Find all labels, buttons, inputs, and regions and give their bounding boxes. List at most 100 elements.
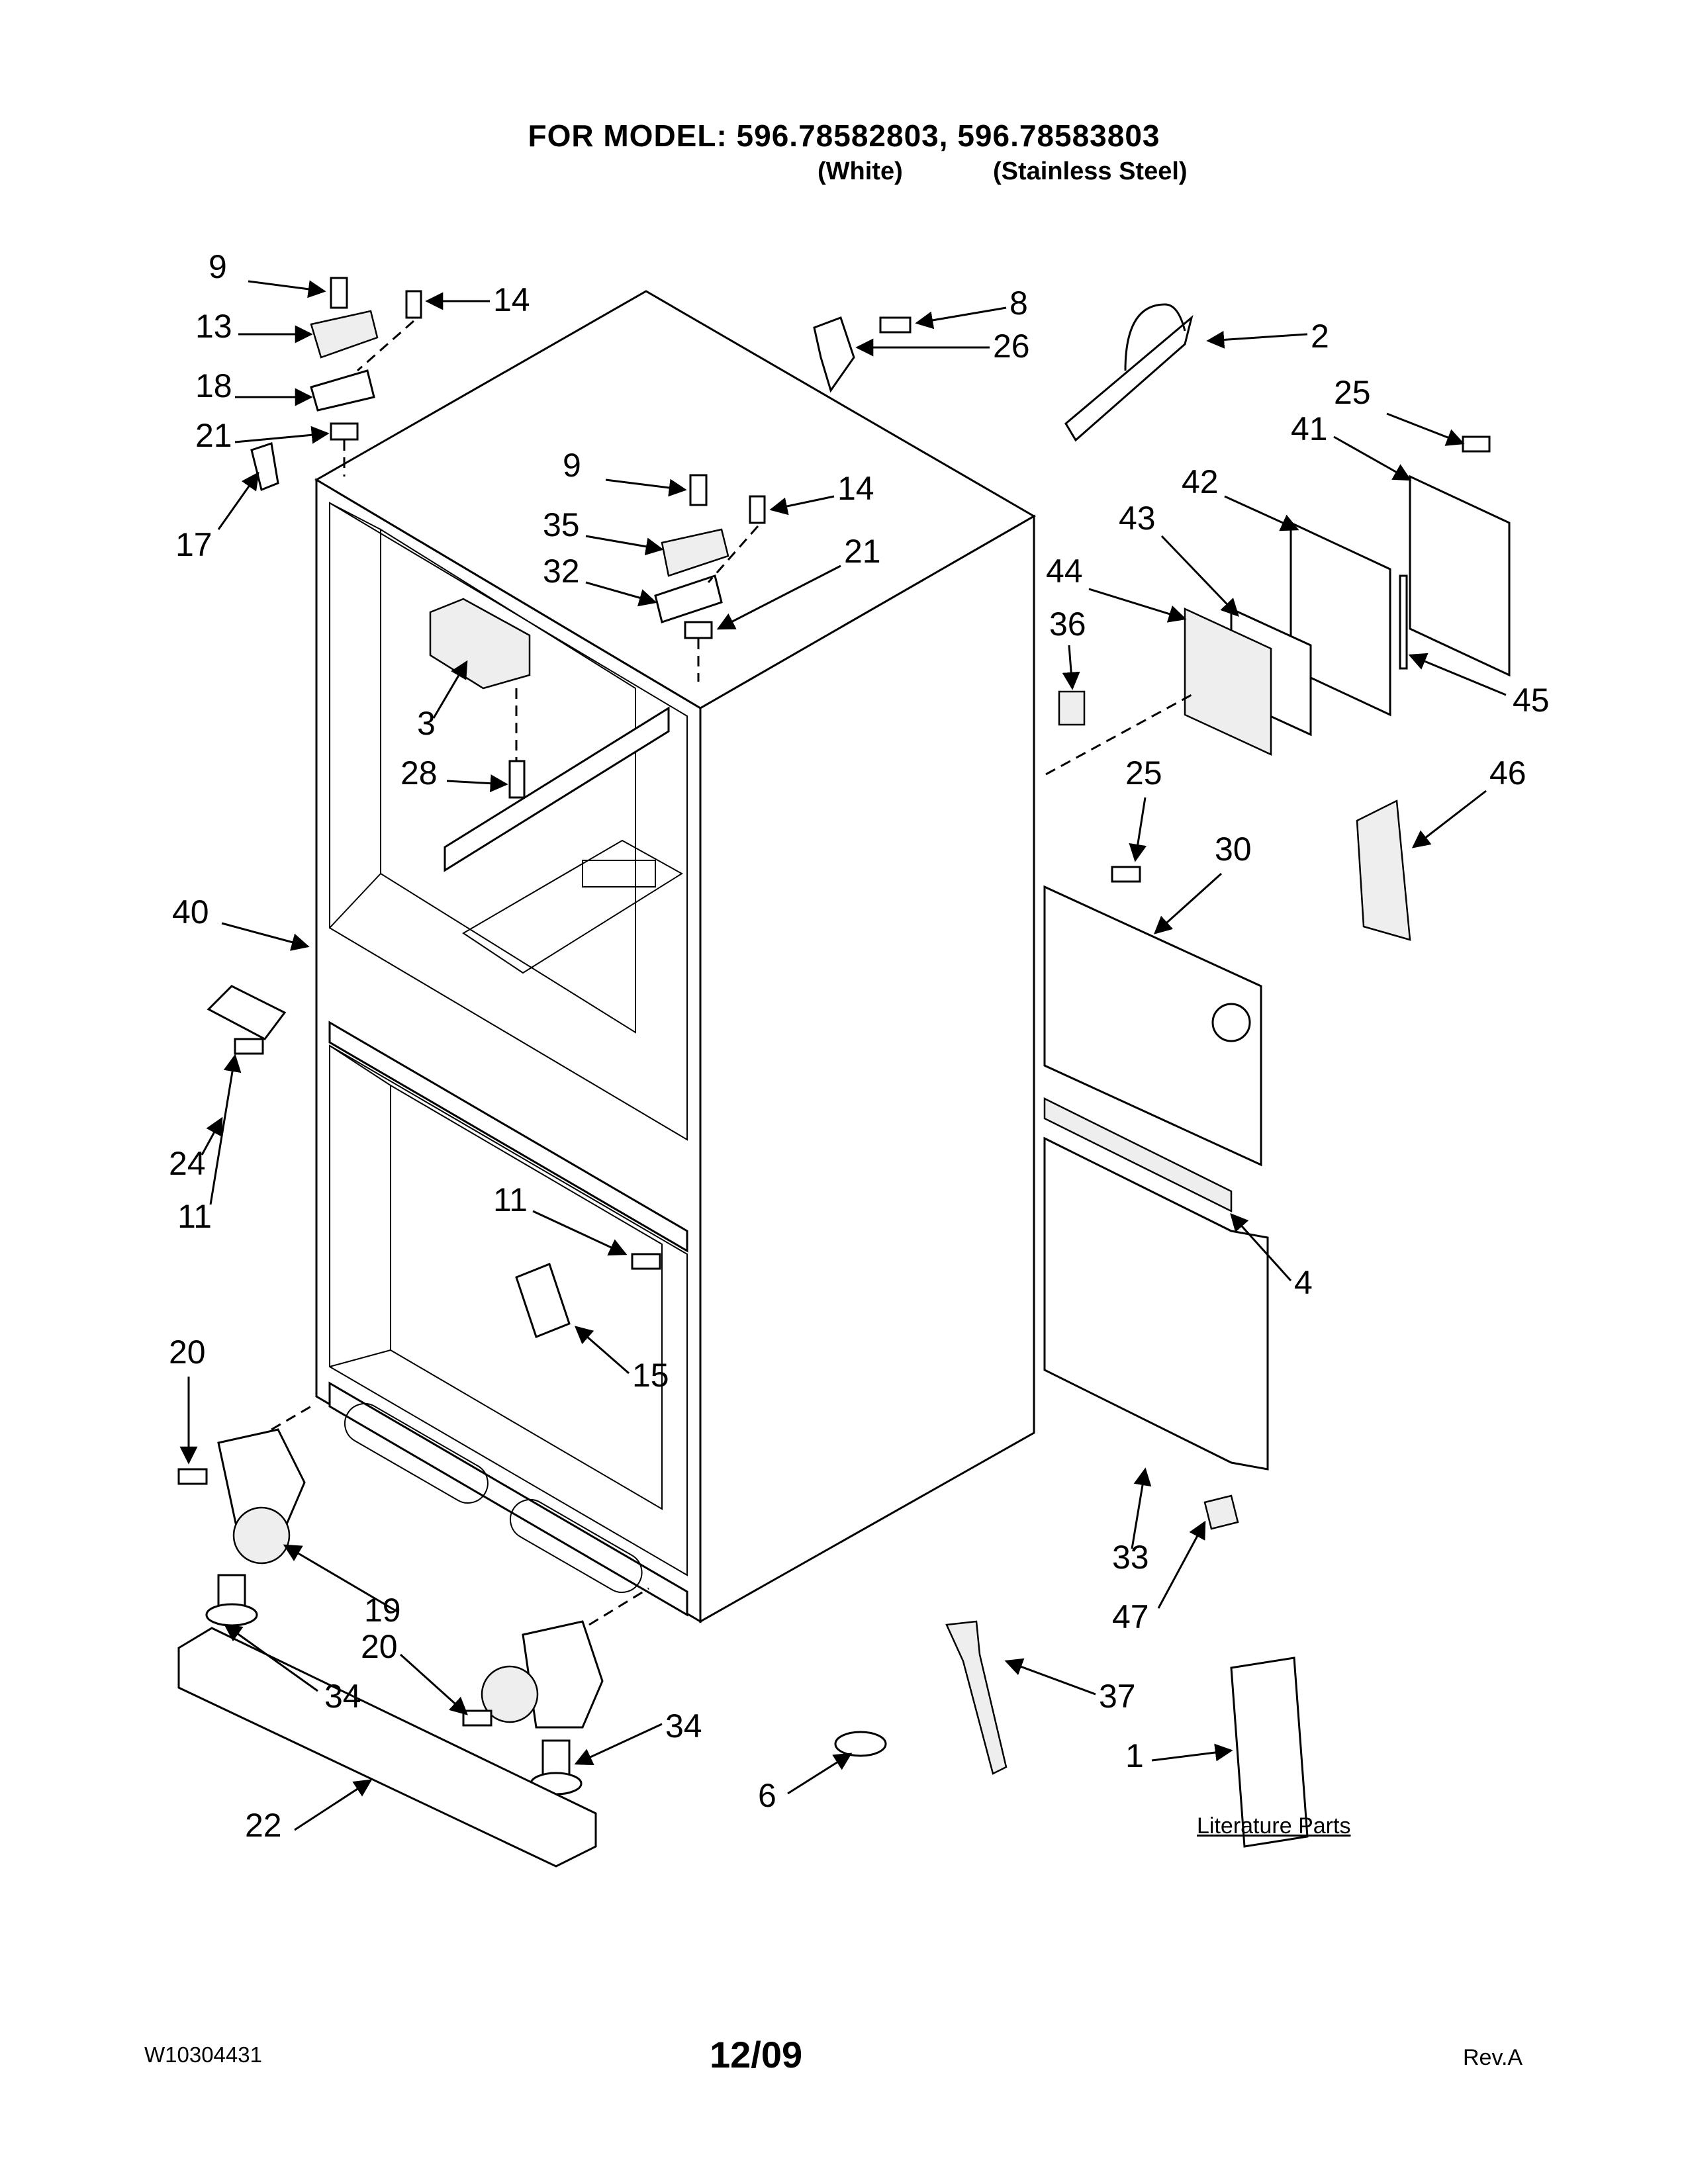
callout-label-13: 13 [195, 308, 232, 345]
fresh-food-floor-recess [462, 839, 683, 974]
refrigerator-cabinet [314, 290, 1036, 1623]
leader-arrow-2 [1206, 330, 1308, 349]
callout-label-11: 11 [493, 1181, 528, 1218]
screw-11-center [631, 1253, 661, 1270]
leader-arrow-36 [1062, 645, 1080, 690]
leader-arrow-45 [1408, 653, 1507, 696]
callout-label-24: 24 [169, 1145, 206, 1182]
leader-arrow-32 [585, 581, 657, 607]
screw-20-right [462, 1709, 492, 1727]
toe-slot-left [344, 1402, 489, 1504]
callout-label-19: 19 [364, 1592, 401, 1629]
leader-arrow-37 [1004, 1658, 1096, 1696]
callout-label-21: 21 [844, 533, 881, 570]
leader-arrow-41 [1333, 435, 1412, 481]
leader-arrow-40 [221, 922, 310, 951]
leader-arrow-30 [1153, 872, 1223, 934]
callout-label-45: 45 [1513, 682, 1550, 719]
hinge-cover-13 [310, 310, 379, 359]
leader-arrow-34 [574, 1723, 663, 1766]
leader-arrow-14 [769, 495, 835, 516]
shim-21-left [330, 422, 359, 441]
bracket-42 [1289, 521, 1391, 717]
leader-arrow-11 [532, 1210, 628, 1256]
leader-arrow-19 [283, 1544, 398, 1613]
hinge-cover-35 [661, 528, 729, 577]
callout-label-26: 26 [993, 328, 1030, 365]
callout-label-25: 25 [1125, 754, 1162, 792]
variant-white-label: (White) [818, 158, 903, 185]
leader-arrow-33 [1131, 1467, 1152, 1549]
roller-19-right [481, 1665, 539, 1723]
leader-arrow-46 [1411, 790, 1487, 848]
screw-28 [508, 760, 526, 799]
leader-arrow-47 [1157, 1520, 1206, 1609]
callout-label-34: 34 [665, 1707, 702, 1745]
fresh-food-opening [329, 502, 688, 1141]
gasket-45 [1399, 574, 1408, 670]
leader-arrow-43 [1160, 535, 1239, 617]
top-left-hinge-group [250, 277, 422, 492]
freezer-back-wall [390, 1084, 663, 1510]
variant-stainless-label: (Stainless Steel) [993, 158, 1188, 185]
callout-label-41: 41 [1291, 410, 1328, 447]
leader-arrow-9 [248, 280, 326, 298]
hinge-18 [310, 369, 375, 412]
model-title: FOR MODEL: 596.78582803, 596.78583803 [528, 118, 1160, 153]
callout-label-20: 20 [169, 1334, 206, 1371]
callout-label-9: 9 [209, 248, 227, 285]
center-mullion [328, 1021, 688, 1253]
callout-label-8: 8 [1009, 285, 1028, 322]
callout-label-37: 37 [1099, 1678, 1136, 1715]
callout-label-42: 42 [1182, 463, 1219, 500]
callout-label-47: 47 [1112, 1598, 1149, 1635]
roller-bracket-left [217, 1428, 306, 1537]
leader-arrow-42 [1224, 495, 1299, 531]
freezer-opening [329, 1044, 688, 1576]
base-grille-22 [177, 1627, 597, 1868]
roller-19-left [232, 1506, 291, 1565]
leader-arrow-6 [787, 1752, 853, 1795]
leader-arrow-24 [201, 1116, 223, 1156]
scraper-37 [945, 1620, 1008, 1775]
leader-arrow-20 [399, 1653, 469, 1715]
leader-arrow-22 [294, 1779, 373, 1831]
callout-label-28: 28 [400, 754, 438, 792]
callout-label-14: 14 [837, 470, 874, 507]
callout-label-25: 25 [1334, 374, 1371, 411]
leader-arrow-21 [716, 565, 841, 630]
callout-label-2: 2 [1311, 318, 1329, 355]
ring-6 [834, 1731, 887, 1757]
callout-label-17: 17 [175, 526, 212, 563]
screw-20-left [177, 1468, 208, 1485]
callout-label-46: 46 [1489, 754, 1526, 792]
leader-arrow-1 [1151, 1743, 1233, 1762]
strip-4 [1043, 1097, 1233, 1213]
cover-41 [1409, 475, 1511, 677]
callout-label-1: 1 [1125, 1737, 1144, 1774]
callout-label-40: 40 [172, 893, 209, 931]
leader-arrow-34 [223, 1623, 318, 1692]
leader-arrow-3 [432, 660, 468, 719]
leader-arrow-8 [915, 306, 1007, 330]
top-center-hinge-group [654, 474, 766, 682]
callout-label-21: 21 [195, 417, 232, 454]
leader-arrow-4 [1230, 1212, 1292, 1282]
floor-vent [582, 860, 656, 887]
callout-label-15: 15 [632, 1357, 669, 1394]
callout-label-44: 44 [1046, 553, 1083, 590]
callout-label-34: 34 [324, 1678, 361, 1715]
document-revision: Rev.A [1463, 2045, 1523, 2070]
bracket-15 [515, 1263, 571, 1338]
screw-8 [879, 316, 912, 334]
callout-label-30: 30 [1215, 831, 1252, 868]
tube-2 [1064, 314, 1194, 442]
callout-label-20: 20 [361, 1628, 398, 1665]
hinge-32 [654, 574, 723, 623]
part-46 [1356, 799, 1411, 941]
leader-arrow-28 [446, 774, 508, 793]
grille-knob [1211, 1003, 1251, 1042]
leader-arrow-44 [1088, 588, 1187, 623]
